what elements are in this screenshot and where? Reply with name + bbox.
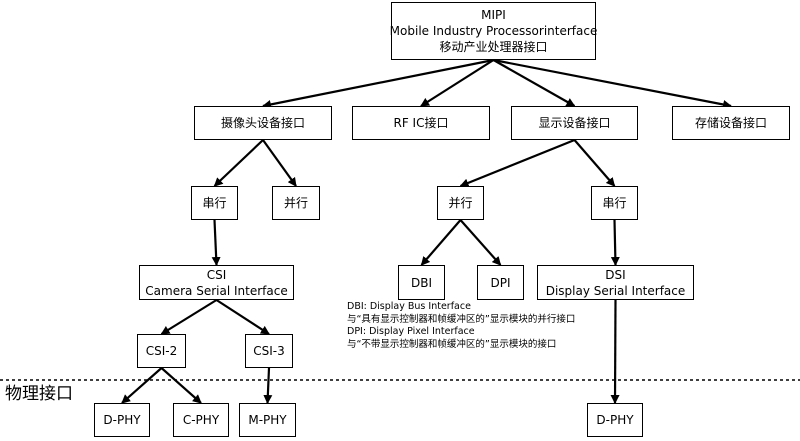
- edge-display_interface-to-disp_serial: [573, 139, 616, 187]
- edge-dsi-to-dphy2: [610, 299, 620, 404]
- dpi-label: DPI: [490, 275, 511, 290]
- dphy-box-2: D-PHY: [587, 403, 643, 437]
- dpi-box: DPI: [477, 265, 524, 300]
- edge-display_interface-to-disp_parallel: [459, 138, 575, 188]
- dsi-box: DSI Display Serial Interface: [537, 265, 694, 300]
- edge-camera_interface-to-cam_parallel: [262, 139, 297, 187]
- edge-csi2-to-cphy: [160, 367, 202, 404]
- edge-camera_interface-to-cam_serial: [213, 139, 264, 187]
- camera-parallel-box: 并行: [272, 186, 320, 220]
- mipi-title: MIPI: [481, 8, 506, 22]
- storage-interface-label: 存储设备接口: [694, 116, 767, 130]
- dsi-fullname: Display Serial Interface: [545, 283, 686, 298]
- edge-csi2-to-dphy1: [121, 367, 163, 404]
- display-parallel-label: 并行: [448, 196, 473, 210]
- csi-title: CSI: [206, 267, 227, 282]
- note-dbi-description: 与“具有显示控制器和帧缓冲区的”显示模块的并行接口: [347, 313, 576, 325]
- edge-mipi-to-rfic_interface: [420, 59, 495, 107]
- rfic-interface-box: RF IC接口: [352, 106, 490, 140]
- note-dbi-definition: DBI: Display Bus Interface: [347, 301, 471, 312]
- camera-interface-label: 摄像头设备接口: [220, 116, 305, 130]
- dphy-label-1: D-PHY: [103, 413, 141, 427]
- note-dpi-definition: DPI: Display Pixel Interface: [347, 326, 475, 337]
- display-serial-box: 串行: [591, 186, 638, 220]
- edge-csi-to-csi2: [160, 299, 218, 335]
- csi3-box: CSI-3: [245, 334, 293, 368]
- display-serial-label: 串行: [602, 196, 627, 210]
- csi-box: CSI Camera Serial Interface: [139, 265, 294, 300]
- edge-cam_serial-to-csi: [211, 219, 221, 266]
- camera-parallel-label: 并行: [283, 196, 308, 210]
- dphy-label-2: D-PHY: [596, 413, 634, 427]
- display-interface-box: 显示设备接口: [511, 106, 638, 140]
- rfic-interface-label: RF IC接口: [393, 116, 449, 130]
- edge-csi3-to-mphy: [263, 367, 273, 404]
- edge-disp_parallel-to-dpi: [459, 219, 502, 266]
- camera-serial-box: 串行: [191, 186, 238, 220]
- display-interface-label: 显示设备接口: [538, 116, 611, 130]
- dbi-box: DBI: [398, 265, 445, 300]
- csi2-box: CSI-2: [137, 334, 186, 368]
- physical-layer-label: 物理接口: [5, 384, 73, 404]
- cphy-box: C-PHY: [173, 403, 229, 437]
- edge-mipi-to-display_interface: [492, 59, 576, 107]
- display-parallel-box: 并行: [437, 186, 484, 220]
- camera-serial-label: 串行: [202, 196, 227, 210]
- edge-disp_parallel-to-dbi: [420, 219, 462, 266]
- storage-interface-box: 存储设备接口: [672, 106, 790, 140]
- csi3-label: CSI-3: [253, 344, 285, 358]
- dsi-title: DSI: [605, 267, 626, 282]
- csi2-label: CSI-2: [145, 344, 178, 358]
- mipi-box: MIPI Mobile Industry Processorinterface …: [389, 2, 598, 60]
- dbi-label: DBI: [410, 275, 432, 290]
- camera-interface-box: 摄像头设备接口: [194, 106, 332, 140]
- interface-notes: DBI: Display Bus Interface 与“具有显示控制器和帧缓冲…: [347, 301, 575, 351]
- note-dpi-description: 与“不带显示控制器和帧缓冲区的”显示模块的接口: [347, 338, 557, 350]
- edge-mipi-to-storage_interface: [493, 58, 732, 109]
- cphy-label: C-PHY: [182, 413, 220, 427]
- edge-disp_serial-to-dsi: [610, 219, 620, 266]
- edge-mipi-to-camera_interface: [262, 58, 494, 109]
- csi-fullname: Camera Serial Interface: [145, 283, 288, 298]
- mphy-box: M-PHY: [239, 403, 296, 437]
- edge-csi-to-csi3: [215, 299, 270, 335]
- mipi-chinese-name: 移动产业处理器接口: [439, 40, 548, 54]
- dphy-box-1: D-PHY: [94, 403, 150, 437]
- mphy-label: M-PHY: [248, 413, 287, 427]
- mipi-fullname: Mobile Industry Processorinterface: [389, 24, 598, 38]
